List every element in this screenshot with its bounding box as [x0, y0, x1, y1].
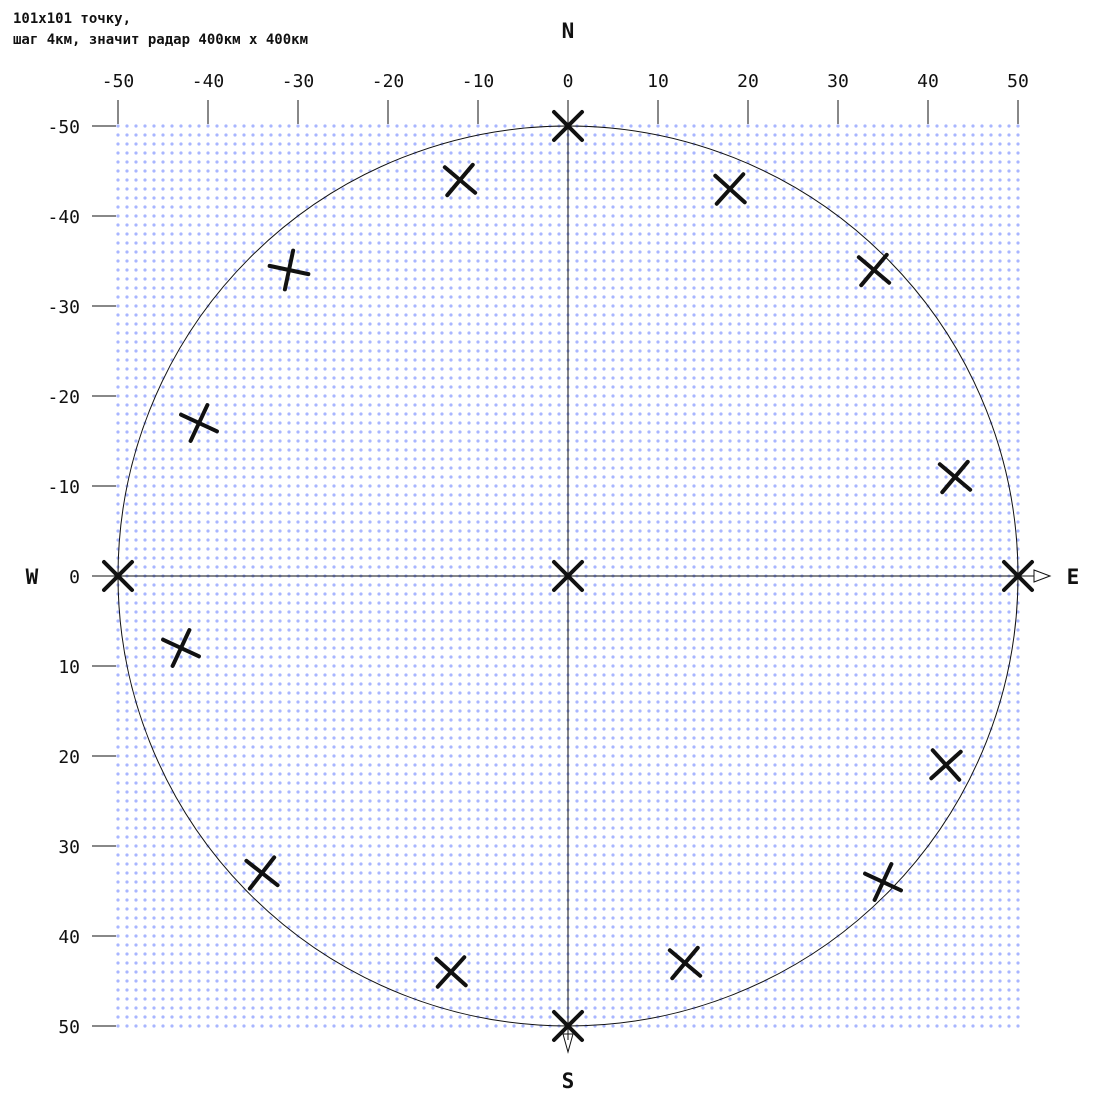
target-marker-icon — [856, 252, 892, 288]
target-marker-icon — [937, 459, 973, 495]
axis-ticks: -50 -40 -30 -20 -10 0 10 20 30 40 50 -50 -40 -30 -20 -1… — [47, 71, 1028, 1038]
target-markers — [102, 110, 1034, 1042]
y-tick-label: -50 — [47, 117, 80, 138]
target-marker-icon — [929, 748, 963, 782]
grid-note-line-2: шаг 4км, значит радар 400км x 400км — [13, 32, 309, 48]
target-marker-icon — [161, 628, 201, 668]
grid-note: 101x101 точку, шаг 4км, значит радар 400… — [13, 9, 308, 51]
compass-west: W — [26, 565, 39, 589]
compass-north: N — [562, 19, 575, 43]
target-marker-icon — [552, 110, 584, 142]
y-tick-label: 50 — [58, 1017, 80, 1038]
east-arrow-icon — [1033, 569, 1052, 583]
south-arrow-icon — [562, 1033, 574, 1054]
target-marker-icon — [1002, 560, 1034, 592]
y-tick-label: 40 — [58, 927, 80, 948]
target-marker-icon — [442, 162, 478, 198]
x-tick-label: 40 — [917, 71, 939, 92]
x-tick-label: -10 — [462, 71, 495, 92]
compass-east: E — [1067, 565, 1080, 589]
x-tick-label: 50 — [1007, 71, 1029, 92]
x-tick-label: 10 — [647, 71, 669, 92]
target-marker-icon — [667, 945, 703, 981]
x-tick-label: -40 — [192, 71, 225, 92]
x-tick-label: -30 — [282, 71, 315, 92]
x-tick-label: -50 — [102, 71, 135, 92]
y-tick-label: 10 — [58, 657, 80, 678]
target-marker-icon — [179, 403, 219, 443]
x-tick-label: 0 — [563, 71, 574, 92]
target-marker-icon — [552, 1010, 584, 1042]
grid-note-line-1: 101x101 точку, — [13, 11, 132, 27]
y-tick-label: -10 — [47, 477, 80, 498]
y-tick-label: 0 — [69, 567, 80, 588]
target-marker-icon — [267, 248, 311, 292]
x-tick-label: 20 — [737, 71, 759, 92]
y-tick-label: -40 — [47, 207, 80, 228]
target-marker-icon — [434, 955, 468, 989]
target-marker-icon — [863, 862, 903, 902]
y-tick-label: -30 — [47, 297, 80, 318]
target-marker-icon — [102, 560, 134, 592]
target-marker-icon — [244, 855, 280, 891]
y-tick-label: 30 — [58, 837, 80, 858]
x-tick-label: 30 — [827, 71, 849, 92]
y-tick-label: 20 — [58, 747, 80, 768]
compass-south: S — [562, 1069, 575, 1093]
x-tick-label: -20 — [372, 71, 405, 92]
target-marker-icon — [713, 172, 747, 206]
y-tick-label: -20 — [47, 387, 80, 408]
target-marker-icon — [552, 560, 584, 592]
